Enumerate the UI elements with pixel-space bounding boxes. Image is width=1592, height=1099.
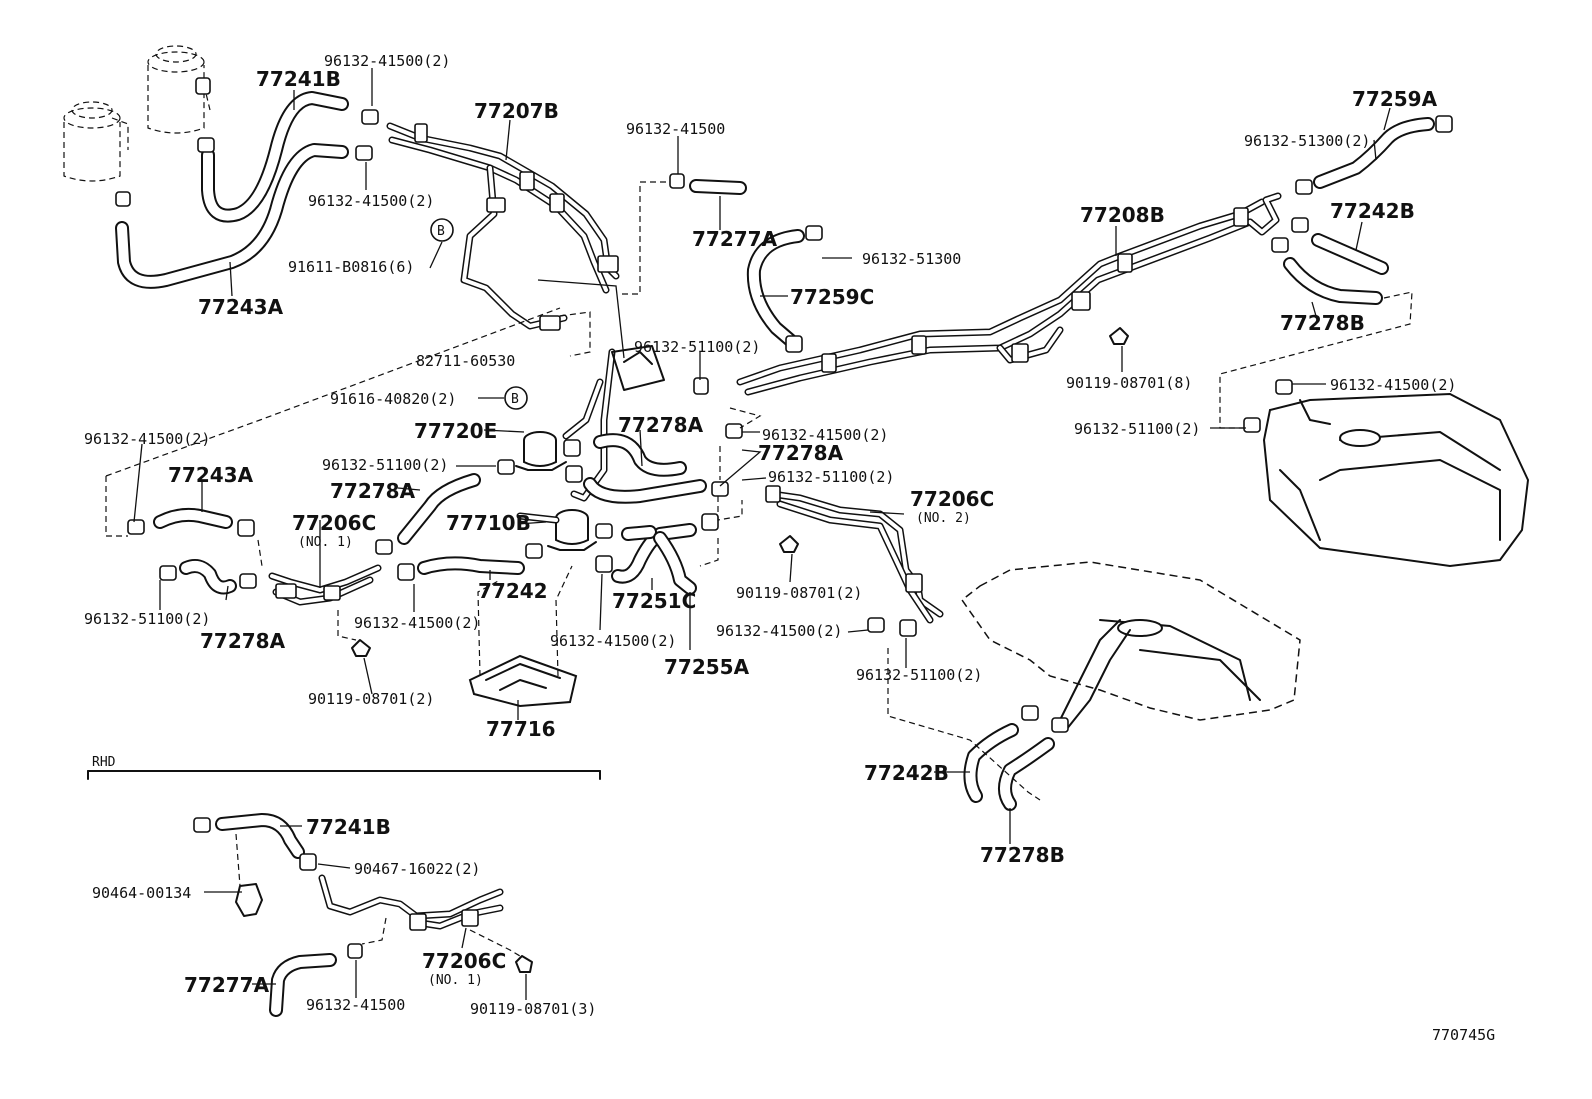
canister-left	[63, 101, 129, 182]
label-96132-41500-2-top: 96132-41500(2)	[324, 52, 450, 70]
fuel-tank-center	[960, 561, 1301, 733]
label-96132-51100-2-right: 96132-51100(2)	[1074, 420, 1200, 438]
hose-77278A-center	[593, 433, 687, 477]
label-77278A-b: 77278A	[758, 441, 844, 465]
label-77277A-rhd: 77277A	[184, 973, 270, 997]
label-90119-08701-2-b: 90119-08701(2)	[308, 690, 434, 708]
label-96132-41500-2-b: 96132-41500(2)	[308, 192, 434, 210]
hose-77255A	[653, 513, 719, 595]
hose-77277A-top	[669, 173, 747, 195]
label-91611-b0816: 91611-B0816(6)	[288, 258, 414, 276]
label-77206C-no1: 77206C	[292, 511, 376, 535]
pipe-77207B	[386, 122, 668, 357]
part-labels: 77241B 96132-41500(2) 77207B 96132-41500…	[84, 52, 1495, 1044]
label-82711-60530: 82711-60530	[416, 352, 515, 370]
label-77716: 77716	[486, 717, 556, 741]
label-no2: (NO. 2)	[916, 511, 971, 526]
diagram-code: 770745G	[1432, 1026, 1495, 1044]
hose-77278A-bottom-left	[159, 559, 257, 595]
leader-lines	[133, 68, 1391, 1000]
hose-77278A-long	[583, 477, 707, 504]
label-77242B-right: 77242B	[1330, 199, 1415, 223]
label-96132-41500-2-c: 96132-41500(2)	[762, 426, 888, 444]
label-96132-51100-2-e: 96132-51100(2)	[856, 666, 982, 684]
label-77278A-d: 77278A	[200, 629, 286, 653]
hose-77243A	[115, 143, 349, 289]
label-77278A-a: 77278A	[618, 413, 704, 437]
label-77206C-rhd: 77206C	[422, 949, 506, 973]
label-96132-41500-2-left: 96132-41500(2)	[84, 430, 210, 448]
label-77720E: 77720E	[414, 419, 497, 443]
hose-77242B-bottom	[963, 723, 1019, 803]
label-77255A: 77255A	[664, 655, 750, 679]
label-77278B-right: 77278B	[1280, 311, 1365, 335]
label-96132-41500-2-f: 96132-41500(2)	[550, 632, 676, 650]
label-90119-08701-8: 90119-08701(8)	[1066, 374, 1192, 392]
label-77243A-mid: 77243A	[168, 463, 254, 487]
label-96132-51100-2-a: 96132-51100(2)	[634, 338, 760, 356]
label-b-circle-top: B	[437, 224, 445, 239]
label-77251C: 77251C	[612, 589, 696, 613]
hose-77259C	[746, 225, 823, 353]
label-77208B: 77208B	[1080, 203, 1165, 227]
label-90119-08701-3: 90119-08701(3)	[470, 1000, 596, 1018]
hose-77242	[397, 543, 543, 581]
label-rhd: RHD	[92, 755, 116, 770]
label-no1-rhd: (NO. 1)	[428, 973, 483, 988]
label-77710B: 77710B	[446, 511, 531, 535]
label-96132-51100-2-b: 96132-51100(2)	[322, 456, 448, 474]
pipe-77208B	[736, 192, 1282, 396]
hose-77278B-bottom	[998, 737, 1055, 811]
clamps-center-right	[693, 377, 762, 567]
label-96132-51100-2-c: 96132-51100(2)	[768, 468, 894, 486]
pipe-77206C-no1	[257, 539, 382, 657]
label-77242: 77242	[478, 579, 548, 603]
label-96132-41500-2-e: 96132-41500(2)	[716, 622, 842, 640]
label-77278B-bottom: 77278B	[980, 843, 1065, 867]
hose-77242B-right	[1291, 217, 1389, 275]
label-77242B-bottom: 77242B	[864, 761, 949, 785]
label-b-circle-mid: B	[511, 392, 519, 407]
label-77207B: 77207B	[474, 99, 559, 123]
label-77278A-c: 77278A	[330, 479, 416, 503]
label-77206C-no2: 77206C	[910, 487, 994, 511]
vsv-77710B	[516, 465, 597, 551]
label-77241B-rhd: 77241B	[306, 815, 391, 839]
canister-right	[147, 45, 211, 134]
ref-circle-b-top	[430, 218, 454, 242]
label-96132-51300-2: 96132-51300(2)	[1244, 132, 1370, 150]
rhd-section	[87, 770, 601, 1017]
ref-circle-b-mid	[504, 386, 528, 410]
fuel-tank-right	[1243, 379, 1530, 568]
hose-77278A-left	[375, 459, 515, 555]
label-no1: (NO. 1)	[298, 535, 353, 550]
label-96132-41500-2-d: 96132-41500(2)	[354, 614, 480, 632]
label-96132-51100-2-d: 96132-51100(2)	[84, 610, 210, 628]
label-77243A-top: 77243A	[198, 295, 284, 319]
label-77277A-top: 77277A	[692, 227, 778, 251]
label-96132-41500-rhd: 96132-41500	[306, 996, 405, 1014]
label-77259C: 77259C	[790, 285, 874, 309]
label-90119-08701-2-a: 90119-08701(2)	[736, 584, 862, 602]
bracket-77716	[468, 565, 578, 708]
clamps-top-left	[115, 77, 379, 207]
label-96132-41500-2-right: 96132-41500(2)	[1330, 376, 1456, 394]
label-96132-41500-a: 96132-41500	[626, 120, 725, 138]
hose-77278B-right	[1271, 237, 1383, 305]
label-77241B: 77241B	[256, 67, 341, 91]
hose-77259A	[1295, 115, 1453, 195]
pipe-77206C-no2	[765, 485, 944, 637]
label-90464-00134: 90464-00134	[92, 884, 191, 902]
label-96132-51300: 96132-51300	[862, 250, 961, 268]
pipe-center-vertical	[562, 345, 665, 502]
label-77259A: 77259A	[1352, 87, 1438, 111]
hose-77243A-left	[105, 307, 561, 537]
vsv-77720E	[515, 431, 581, 471]
label-90467-16022: 90467-16022(2)	[354, 860, 480, 878]
label-91616-40820: 91616-40820(2)	[330, 390, 456, 408]
